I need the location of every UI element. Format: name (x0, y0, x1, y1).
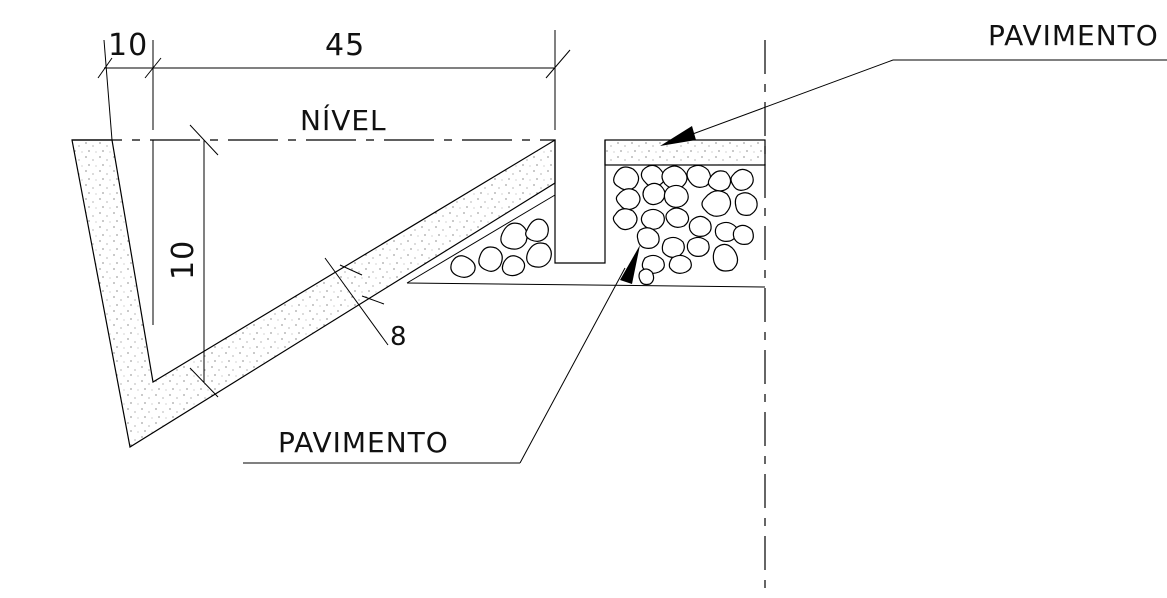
leader-top-right: PAVIMENTO (660, 19, 1167, 146)
leader-arrow-icon (660, 126, 696, 146)
leader-arrow-icon (620, 245, 640, 284)
cobblestones-right (612, 164, 758, 286)
leader-bottom: PAVIMENTO (243, 245, 640, 464)
dimension-vertical: 10 (152, 124, 219, 398)
dimension-top: 10 45 (97, 28, 571, 141)
curb-post (554, 140, 606, 264)
gutter-concrete (71, 138, 556, 448)
dim-10-vertical-label: 10 (166, 240, 201, 280)
pavement-bottom-label: PAVIMENTO (278, 426, 449, 459)
dim-45-label: 45 (325, 28, 365, 63)
dim-10-top-label: 10 (108, 28, 148, 63)
pavement-top-label: PAVIMENTO (988, 19, 1159, 52)
dim-8-label: 8 (390, 322, 408, 352)
cobblestones-left (450, 218, 552, 278)
level-label: NÍVEL (300, 103, 387, 137)
dimension-thickness: 8 (324, 257, 408, 352)
pavement-slab (604, 139, 766, 166)
base-lines (406, 194, 766, 288)
